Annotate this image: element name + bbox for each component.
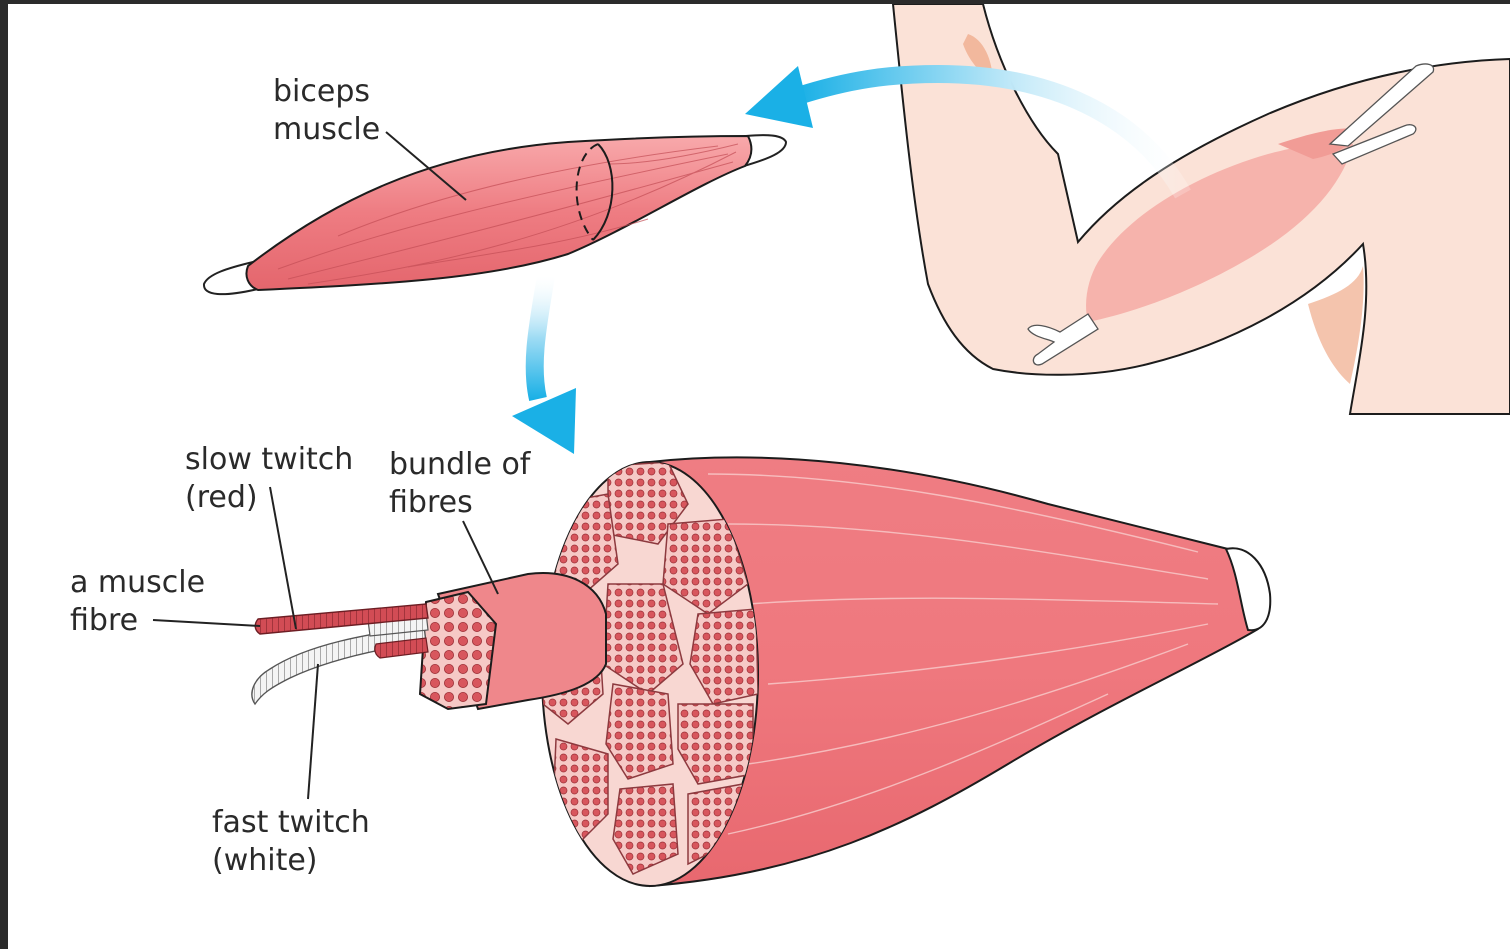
muscle-fibres	[252, 604, 428, 704]
bundle-end	[420, 592, 496, 709]
arm-illustration	[893, 4, 1510, 414]
label-bundle: bundle of fibres	[389, 447, 532, 594]
muscle-cross-section	[252, 457, 1270, 886]
label-biceps-line1: biceps	[273, 74, 370, 109]
arrow-arm-to-biceps-head	[745, 66, 813, 128]
label-muscle-fibre-line2: fibre	[70, 603, 138, 638]
label-bundle-line2: fibres	[389, 485, 473, 520]
leader-line	[270, 487, 296, 629]
biceps-belly	[246, 136, 751, 290]
biceps-muscle	[204, 135, 786, 294]
label-muscle-fibre-line1: a muscle	[70, 565, 205, 600]
muscle-structure-diagram: biceps muscle slow twitch (red) bundle o…	[8, 4, 1510, 949]
label-slow-twitch-line1: slow twitch	[185, 442, 353, 477]
curved-arrow-icon	[512, 276, 576, 454]
label-fast-twitch: fast twitch (white)	[212, 664, 370, 878]
leader-line	[463, 521, 498, 594]
label-bundle-line1: bundle of	[389, 447, 532, 482]
label-fast-twitch-line2: (white)	[212, 843, 318, 878]
arrow-biceps-to-section-shaft	[535, 276, 546, 399]
label-biceps-line2: muscle	[273, 112, 380, 147]
label-slow-twitch-line2: (red)	[185, 480, 258, 515]
fibre-white	[252, 626, 426, 704]
arrow-biceps-to-section-head	[512, 388, 576, 454]
diagram-canvas: biceps muscle slow twitch (red) bundle o…	[8, 4, 1510, 949]
label-muscle-fibre: a muscle fibre	[70, 565, 260, 638]
label-slow-twitch: slow twitch (red)	[185, 442, 353, 629]
leader-line	[308, 664, 318, 799]
fibre-bundle	[420, 573, 606, 709]
label-fast-twitch-line1: fast twitch	[212, 805, 370, 840]
leader-line	[153, 620, 260, 626]
